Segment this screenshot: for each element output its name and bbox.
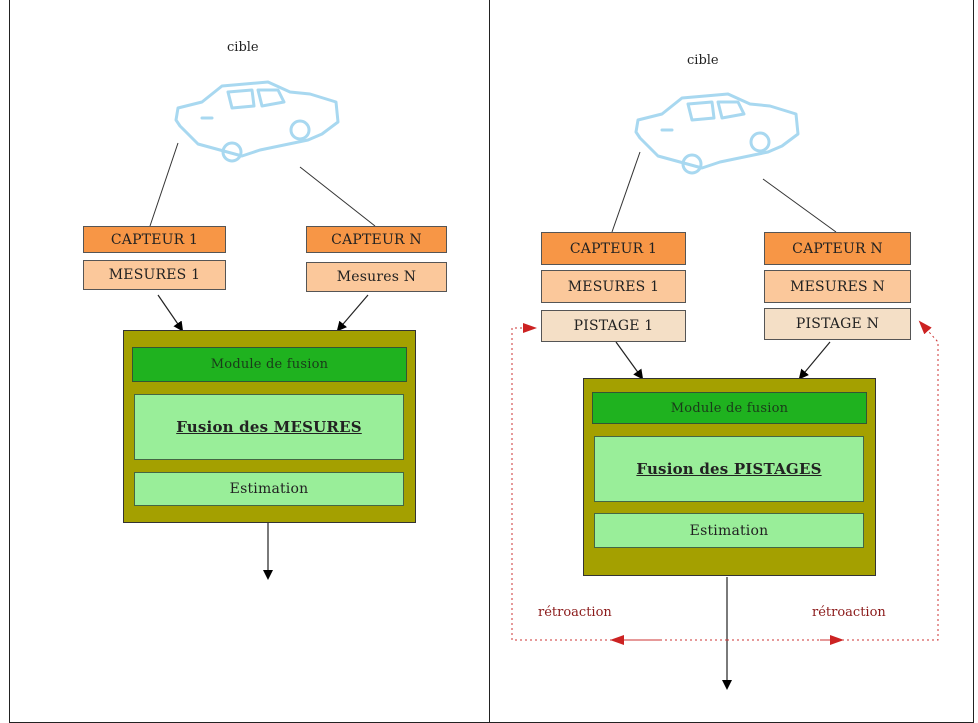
link-car2-capteur1 xyxy=(611,151,641,233)
arrow-pistageN-fusion xyxy=(798,341,831,380)
link-car-capteur1 xyxy=(149,142,179,227)
capteur-n-box: CAPTEUR N xyxy=(306,226,447,253)
estimation-label: Estimation xyxy=(134,472,404,506)
capteur-n-box: CAPTEUR N xyxy=(764,232,911,265)
mesures-1-box: MESURES 1 xyxy=(541,270,686,303)
feedback-loop-left xyxy=(511,323,727,641)
feedback-label-left: rétroaction xyxy=(538,605,612,620)
link-car2-capteurN xyxy=(762,178,837,233)
fusion-label: Fusion des PISTAGES xyxy=(594,436,864,502)
pistage-n-box: PISTAGE N xyxy=(764,308,911,340)
estimation-label: Estimation xyxy=(594,513,864,548)
capteur-1-box: CAPTEUR 1 xyxy=(83,226,226,253)
target-label: cible xyxy=(227,40,259,55)
mesures-n-box: Mesures N xyxy=(306,262,447,292)
car-icon xyxy=(634,92,800,175)
mesures-n-box: MESURES N xyxy=(764,270,911,303)
module-title: Module de fusion xyxy=(592,392,867,424)
link-car-capteurN xyxy=(299,166,376,227)
arrow-pistage1-fusion xyxy=(615,341,644,380)
capteur-1-box: CAPTEUR 1 xyxy=(541,232,686,265)
module-title: Module de fusion xyxy=(132,347,407,382)
car-icon xyxy=(174,80,340,163)
fusion-label: Fusion des MESURES xyxy=(134,394,404,460)
feedback-label-right: rétroaction xyxy=(812,605,886,620)
mesures-1-box: MESURES 1 xyxy=(83,260,226,290)
pistage-1-box: PISTAGE 1 xyxy=(541,310,686,342)
arrow-mesures1-fusion xyxy=(157,294,184,332)
arrow-mesuresN-fusion xyxy=(336,294,369,332)
target-label: cible xyxy=(687,53,719,68)
